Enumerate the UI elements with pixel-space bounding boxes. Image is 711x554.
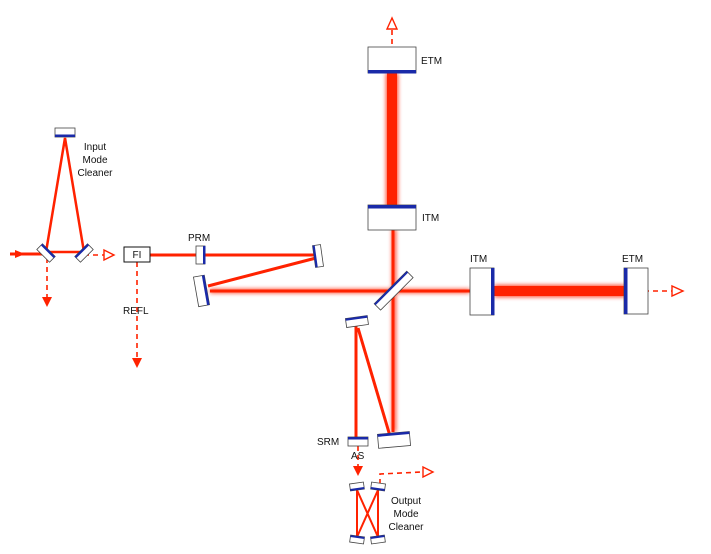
faraday-isolator (123, 246, 151, 263)
etm-x-mirror (623, 267, 649, 315)
itm-y-label: ITM (422, 213, 439, 224)
arrow-right-etm-x (671, 284, 685, 298)
pr2-mirror (312, 244, 324, 268)
svg-text:Input: Input (84, 142, 106, 153)
svg-text:Cleaner: Cleaner (77, 168, 113, 179)
beam-glow (210, 73, 626, 432)
itm-x-mirror (469, 267, 495, 316)
sr3-mirror (377, 431, 411, 449)
srm-label: SRM (317, 437, 339, 448)
arrow-right-omc (422, 465, 435, 479)
etm-x-label: ETM (622, 254, 643, 265)
itm-y-mirror (367, 204, 417, 231)
beams (10, 73, 626, 538)
as-label: AS (351, 451, 365, 462)
omc-label: Output Mode Cleaner (388, 496, 424, 533)
sr2-mirror (344, 315, 369, 328)
svg-text:Output: Output (391, 496, 421, 507)
arrow-down-as (353, 466, 363, 476)
arrow-up-etm-y (385, 16, 399, 30)
pr2-to-pr3-beam (207, 256, 317, 288)
imc-right-mirror (74, 243, 94, 263)
sr3-to-sr2-beam (356, 327, 392, 437)
fi-label: FI (133, 250, 142, 261)
optics (36, 46, 649, 545)
labels: ETM ITM ITM ETM PRM FI REFL SRM AS Input… (77, 56, 643, 533)
svg-text:Mode: Mode (82, 155, 107, 166)
omc-mirrors (349, 481, 386, 545)
imc-top-mirror (54, 127, 76, 138)
beam-splitter (373, 270, 414, 311)
svg-text:Cleaner: Cleaner (388, 522, 424, 533)
omc-cavity-beams (356, 489, 379, 538)
omc-output-beam (379, 471, 423, 484)
refl-label: REFL (123, 306, 149, 317)
arrowheads (15, 16, 685, 479)
imc-cavity-beam (44, 137, 86, 254)
srm-mirror (347, 436, 369, 447)
arrow-down-refl (132, 358, 142, 368)
etm-y-label: ETM (421, 56, 442, 67)
svg-text:Mode: Mode (393, 509, 418, 520)
arrow-down-imc (42, 297, 52, 307)
arrow-right-imc (103, 248, 116, 262)
itm-x-label: ITM (470, 254, 487, 265)
etm-y-mirror (367, 46, 417, 74)
imc-left-mirror (36, 243, 56, 263)
pr3-mirror (193, 274, 210, 308)
prm-label: PRM (188, 233, 210, 244)
prm-mirror (195, 245, 206, 265)
imc-label: Input Mode Cleaner (77, 142, 113, 179)
